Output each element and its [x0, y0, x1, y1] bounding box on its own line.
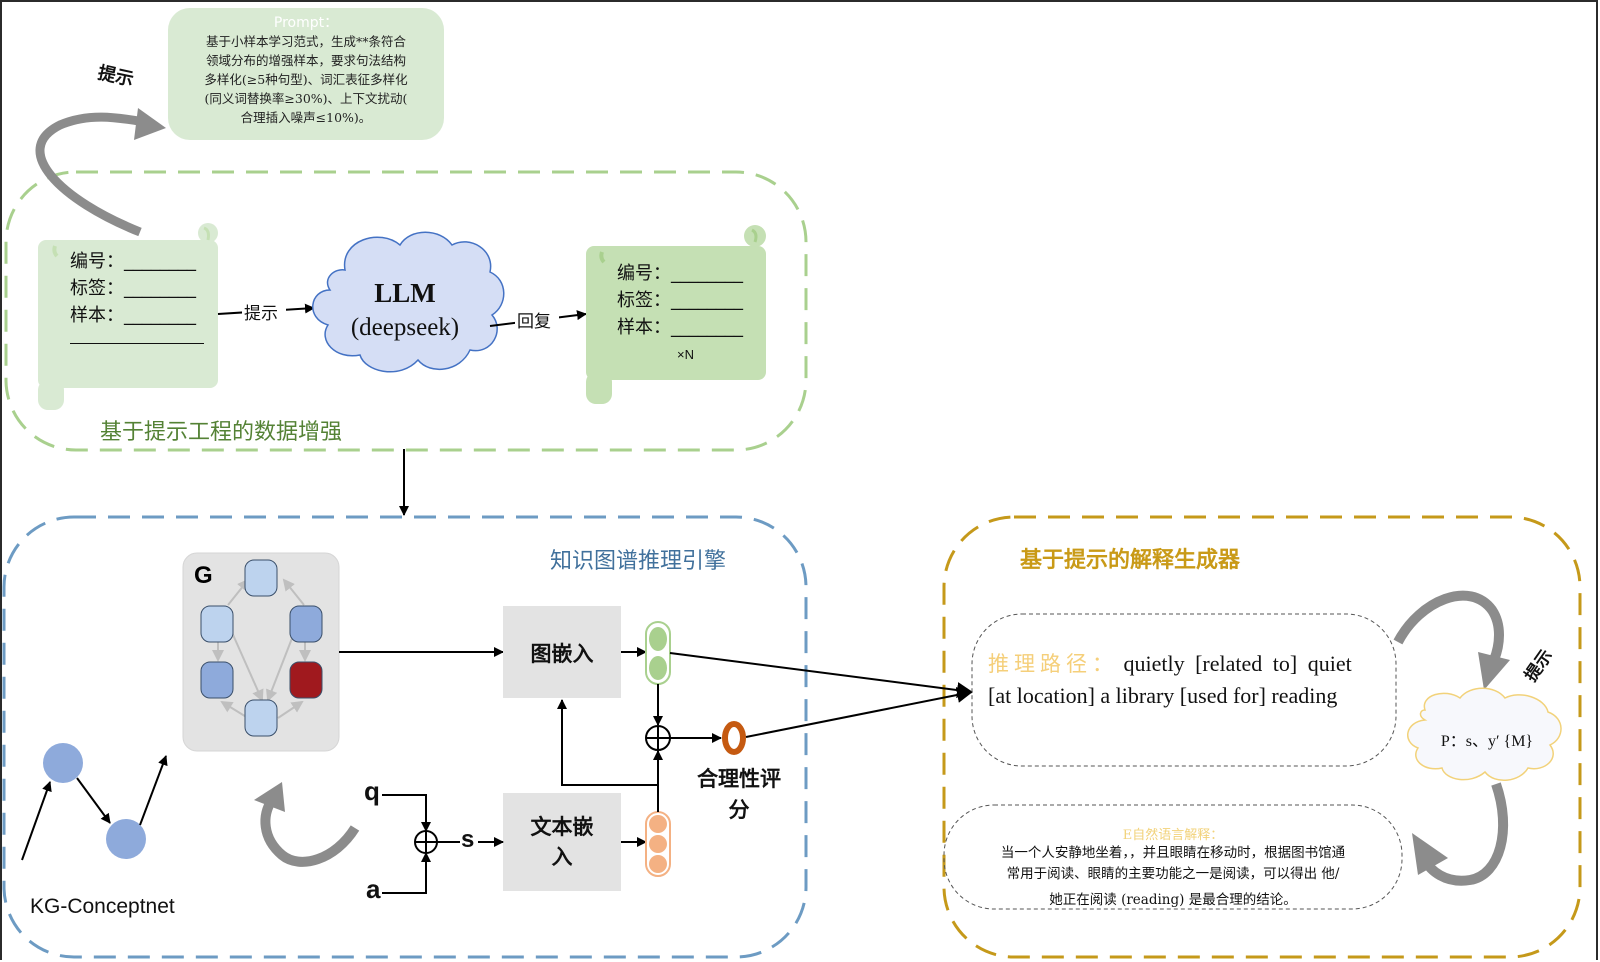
prompt-cloud-text: P：s、y′ {M} [1440, 733, 1534, 750]
explanation-line: 常用于阅读、眼睛的主要功能之一是阅读，可以得出 他/ [1006, 866, 1340, 882]
text-embedding-label: 文本嵌 入 [503, 812, 621, 872]
to-llm-hint-label: 提示 [244, 304, 278, 324]
llm-name: LLM [374, 278, 436, 308]
form-field-blank: ________ [124, 305, 196, 326]
kg-source-label: KG-Conceptnet [30, 895, 175, 918]
score-label-line: 分 [728, 798, 750, 822]
form-field-blank: ________ [124, 251, 196, 272]
form-field-blank: ________ [671, 290, 743, 311]
reasoning-path-box [971, 613, 1397, 767]
plausibility-score-label: 合理性评 分 [684, 764, 794, 826]
explanation-to-prompt-arrow [1393, 590, 1504, 662]
input-form-scroll [38, 223, 218, 410]
form-field-label: 编号： [70, 251, 124, 272]
explanation-line: 当一个人安静地坐着，，并且眼睛在移动时，根据图书馆通 [1000, 845, 1346, 861]
score-to-explanation-line [745, 687, 973, 738]
a-input-arrow [382, 852, 431, 894]
llm-model: (deepseek) [350, 314, 460, 341]
graph-g-box [182, 552, 340, 752]
concat-operator-icon [414, 830, 438, 854]
prompt-line: 合理插入噪声≤10%)。 [240, 110, 372, 125]
data-augmentation-title: 基于提示工程的数据增强 [100, 420, 343, 445]
text-to-graph-feedback-arrow [557, 699, 658, 786]
graph-embedding-label: 图嵌入 [530, 642, 594, 666]
reply-label: 回复 [517, 312, 551, 332]
output-multiplier: ×N [677, 347, 694, 362]
combined-s-label: s [461, 826, 475, 853]
score-label-line: 合理性评 [697, 767, 781, 791]
natural-language-explanation: E自然语言解释： 当一个人安静地坐着，，并且眼睛在移动时，根据图书馆通 常用于阅… [944, 824, 1402, 915]
graph-vector-to-explanation-line [669, 652, 973, 699]
natural-language-title: E自然语言解释： [1122, 828, 1224, 843]
kg-engine-title: 知识图谱推理引擎 [550, 549, 727, 574]
reasoning-path: 推理路径： quietly [related to] quiet [at loc… [988, 648, 1352, 712]
text-embedding-box [503, 793, 621, 891]
form-field-label: 标签： [70, 278, 124, 299]
prompt-title: Prompt： [273, 15, 339, 31]
output-form-scroll [586, 225, 766, 404]
prompt-line: (同义词替换率≥30%)、上下文扰动( [204, 91, 408, 106]
graph-node [244, 699, 278, 737]
prompt-line: 领域分布的增强样本，要求句法结构 [205, 53, 406, 68]
explanation-generator-title: 基于提示的解释生成器 [1020, 548, 1241, 573]
form-extra-line [70, 329, 204, 344]
text-embedding-line: 入 [551, 845, 573, 869]
kg-engine-section [2, 515, 808, 959]
input-q-label: q [364, 776, 380, 806]
prompt-loop-arrowhead [134, 108, 166, 140]
form-field-label: 编号： [617, 263, 671, 284]
kg-conceptnet-graph [21, 743, 168, 861]
graph-vector [645, 621, 671, 685]
prompt-line: 多样化(≥5种句型)、词汇表征多样化 [204, 72, 408, 87]
sum-operator-icon [645, 725, 671, 751]
input-a-label: a [366, 874, 381, 904]
reasoning-path-line: [at location] a library [used for] readi… [988, 683, 1338, 708]
form-field-blank: ________ [671, 263, 743, 284]
plausibility-score-node [722, 721, 746, 755]
natural-language-box [943, 804, 1403, 910]
graph-node-highlighted [289, 661, 323, 699]
prompt-template-box: Prompt： 基于小样本学习范式，生成**条符合 领域分布的增强样本，要求句法… [168, 8, 444, 140]
input-form: 编号：________ 标签：________ 样本：________ [70, 248, 204, 344]
reasoning-path-line: quietly [related to] quiet [1123, 651, 1352, 676]
prompt-cloud [1407, 687, 1562, 781]
text-vector [645, 811, 671, 877]
llm-cloud [312, 231, 505, 373]
output-form: 编号：________ 标签：________ 样本：________ [617, 260, 743, 341]
reasoning-path-label: 推理路径： [988, 652, 1118, 676]
text-embedding-line: 文本嵌 [530, 815, 594, 839]
form-field-blank: ________ [124, 278, 196, 299]
data-augmentation-section [4, 170, 808, 452]
prompt-loop-arrow [35, 112, 146, 237]
explanation-line: 她正在阅读 (reading) 是最合理的结论。 [1049, 892, 1297, 908]
form-field-label: 标签： [617, 290, 671, 311]
reasoning-loop-arrow [260, 797, 360, 867]
graph-label: G [194, 562, 213, 589]
graph-node [289, 605, 323, 643]
prompt-line: 基于小样本学习范式，生成**条符合 [205, 34, 406, 49]
explanation-generator-section [942, 515, 1582, 959]
graph-node [200, 605, 234, 643]
graph-node [200, 661, 234, 699]
q-input-arrow [382, 794, 431, 832]
form-field-blank: ________ [671, 317, 743, 338]
prompt-to-explanation-arrow [1420, 782, 1509, 886]
form-field-label: 样本： [70, 305, 124, 326]
graph-node [244, 559, 278, 597]
form-field-label: 样本： [617, 317, 671, 338]
graph-embedding-box [503, 606, 621, 698]
